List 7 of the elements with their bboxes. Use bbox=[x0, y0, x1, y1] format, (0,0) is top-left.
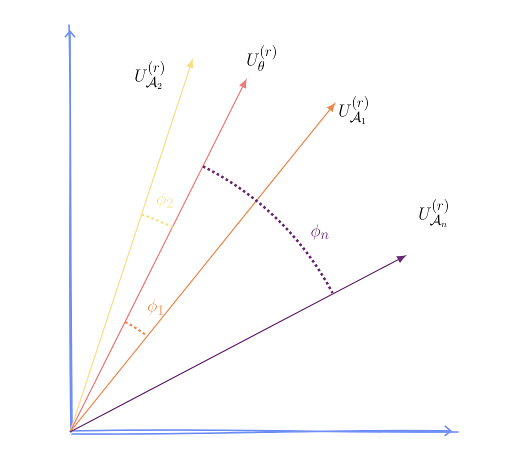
vector-label: $U^{(r)}_{\mathcal{A}_2}$ bbox=[135, 61, 164, 89]
vector-label: $U^{(r)}_{\mathcal{A}_1}$ bbox=[339, 96, 368, 124]
angle-label: $\phi_n$ bbox=[311, 224, 329, 240]
vector-label: $U^{(r)}_{\theta}$ bbox=[247, 45, 276, 72]
angle-label: $\phi_2$ bbox=[157, 192, 173, 208]
vector-label: $U^{(r)}_{\mathcal{A}_n}$ bbox=[419, 199, 448, 228]
angle-label: $\phi_1$ bbox=[148, 299, 164, 315]
